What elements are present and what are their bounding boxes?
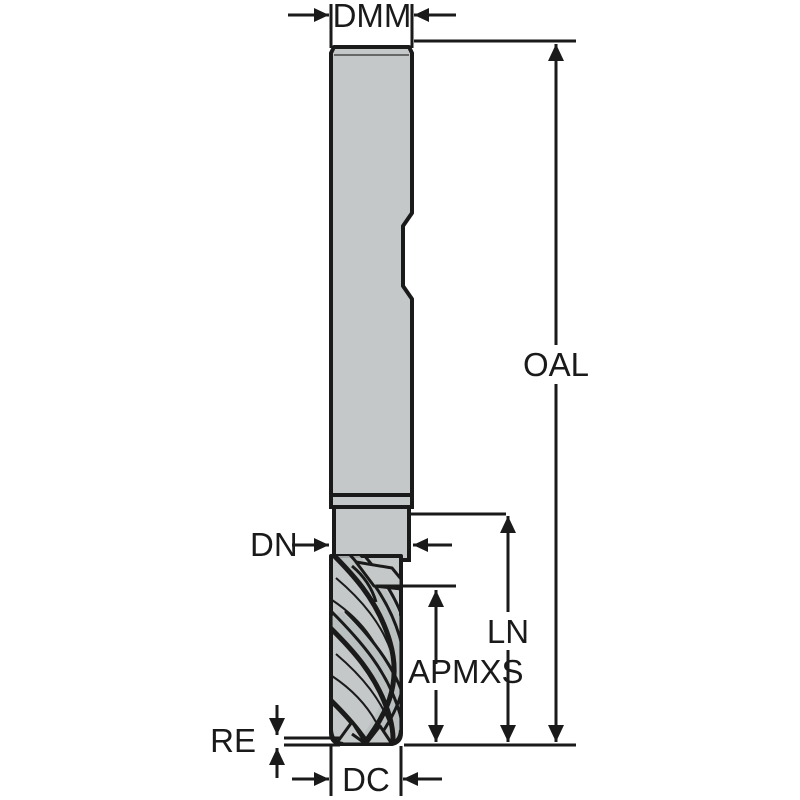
dimension-dc: DC [292,746,442,798]
dimension-label-re: RE [210,722,256,759]
dimension-re: RE [210,705,340,778]
flute-helix-group [331,556,401,744]
end-cutting-edges [329,720,403,746]
tool-body [329,45,414,746]
dimension-label-ln: LN [487,613,529,650]
dimension-label-dmm: DMM [333,0,412,34]
dimension-dmm: DMM [288,0,456,48]
neck-outline [332,505,411,562]
dimension-label-oal: OAL [523,346,589,383]
dimension-ln: LN [487,516,529,742]
shank-outline [329,45,414,497]
dimension-apmxs: APMXS [376,584,524,742]
dimension-oal: OAL [404,39,589,747]
dimension-label-apmxs: APMXS [408,653,524,690]
dimension-label-dn: DN [250,526,298,563]
dimension-dn: DN [250,512,506,563]
dimension-label-dc: DC [342,761,390,798]
